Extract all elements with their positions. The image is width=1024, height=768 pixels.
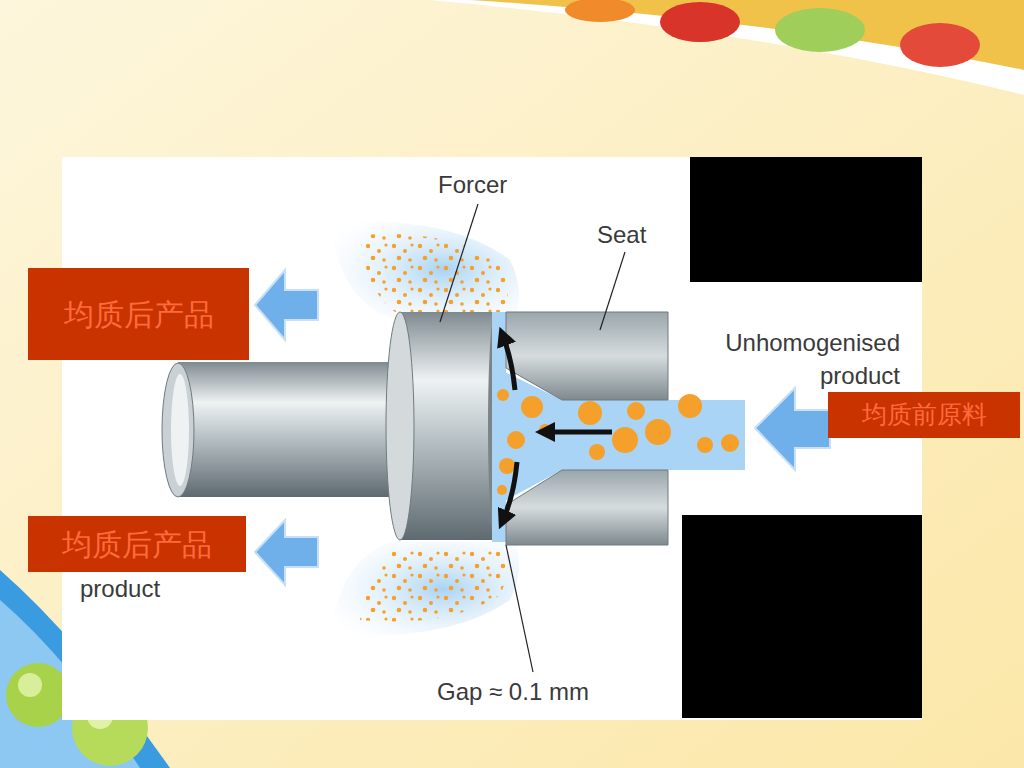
box-text: 均质后产品 [64,298,214,331]
part-label: Gap ≈ 0.1 mm [437,675,657,708]
part-label: Forcer [438,168,578,201]
part-label: product [80,572,220,605]
box-text: 均质前原料 [862,401,987,429]
caption-box: 均质前原料 [828,392,1020,438]
caption-box: 均质后产品 [28,268,249,360]
part-label: Unhomogenised product [672,326,900,392]
caption-box: 均质后产品 [28,516,246,572]
box-text: 均质后产品 [62,528,212,561]
part-label: Seat [597,218,697,251]
